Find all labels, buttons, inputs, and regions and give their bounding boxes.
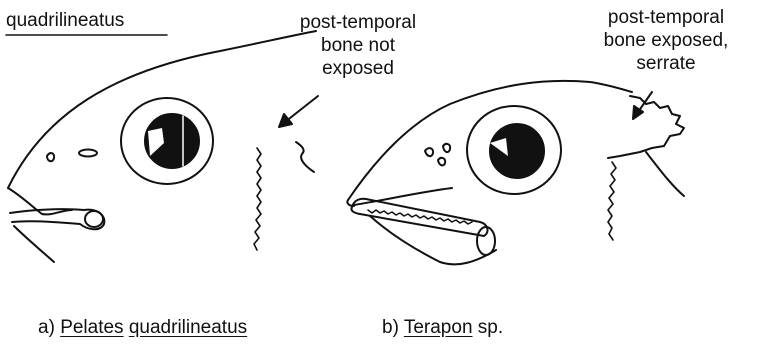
fish-a-preopercle-serrate	[254, 148, 261, 250]
fish-b-jaw-line	[354, 188, 452, 205]
fish-b-dorsal-profile	[348, 81, 632, 200]
fish-a-annotation-arrowhead	[279, 114, 292, 127]
fish-a-nostril-1	[47, 153, 54, 161]
annotation-a-line2: bone not	[290, 34, 426, 57]
fish-b-jaw-end	[477, 227, 495, 255]
fish-b-preopercle-serrate	[608, 162, 616, 240]
fish-b-nostril-1	[425, 148, 433, 156]
fish-b-pupil	[490, 124, 544, 178]
annotation-a: post-temporal bone not exposed	[290, 11, 426, 80]
caption-b-suffix: sp.	[478, 317, 503, 338]
caption-a-prefix: a)	[38, 317, 55, 338]
caption-a: a) Pelates quadrilineatus	[38, 316, 247, 339]
annotation-a-line1: post-temporal	[290, 11, 426, 34]
annotation-b-line3: serrate	[581, 52, 751, 75]
caption-b-genus: Terapon	[404, 317, 473, 338]
fish-a-lower-jaw	[14, 226, 54, 262]
fish-a-nostril-2	[79, 150, 97, 157]
annotation-b: post-temporal bone exposed, serrate	[581, 6, 751, 75]
top-left-label: quadrilineatus	[6, 9, 124, 32]
fish-b-nostril-2	[443, 144, 450, 152]
fish-a-post-temporal	[296, 142, 314, 172]
fish-a-annotation-arrow-shaft	[285, 96, 318, 122]
caption-b: b) Terapon sp.	[382, 316, 503, 339]
fish-b-nostril-3	[438, 158, 445, 166]
annotation-b-line1: post-temporal	[581, 6, 751, 29]
annotation-a-line3: exposed	[290, 57, 426, 80]
fish-b-head	[347, 81, 684, 265]
caption-b-prefix: b)	[382, 317, 399, 338]
fish-b-post-temporal-process	[646, 152, 684, 196]
caption-a-genus: Pelates	[60, 317, 123, 338]
fish-a-head	[8, 31, 318, 262]
fish-b-post-temporal-serrate	[608, 96, 684, 158]
caption-a-species: quadrilineatus	[129, 317, 247, 338]
annotation-b-line2: bone exposed,	[581, 29, 751, 52]
fish-a-lip-tip	[85, 211, 103, 227]
